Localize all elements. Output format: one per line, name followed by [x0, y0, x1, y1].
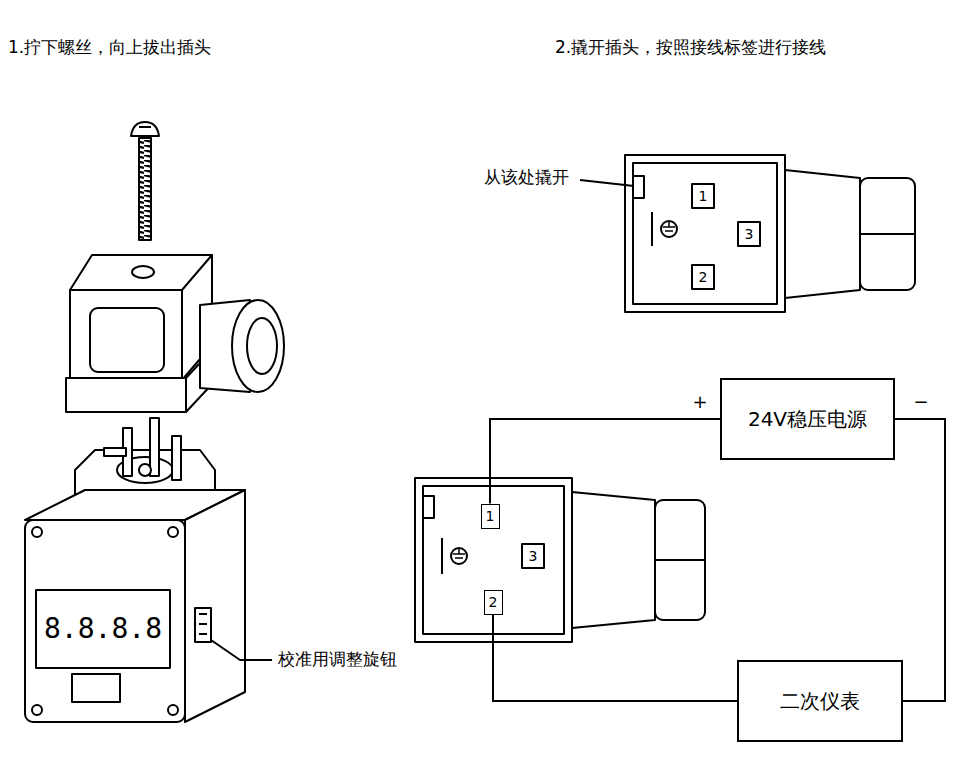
pin-box: 1: [481, 504, 500, 529]
pin-number: 1: [699, 188, 708, 204]
display-digits: 8.8.8.8: [44, 613, 162, 645]
part-label: 校准用调整旋钮: [278, 650, 397, 670]
pin-number: 2: [699, 269, 708, 285]
wire: [493, 615, 737, 702]
polarity-sign: −: [913, 392, 928, 413]
box-text: 二次仪表: [780, 690, 860, 713]
pin-number: 3: [529, 548, 538, 564]
polarity-sign: +: [692, 392, 707, 413]
pin-box: 2: [484, 590, 503, 615]
meter-box: 二次仪表: [737, 660, 903, 742]
power-supply-box: 24V稳压电源: [720, 378, 895, 460]
callout-label: 从该处撬开: [484, 168, 569, 188]
connector-face: [580, 155, 915, 312]
connector-face: [415, 478, 705, 642]
wire: [895, 419, 945, 701]
step-note: 2.撬开插头，按照接线标签进行接线: [555, 38, 826, 58]
box-text: 24V稳压电源: [748, 408, 867, 431]
box-text: 2: [489, 594, 498, 610]
plug: [66, 255, 284, 412]
box-text: 1: [486, 508, 495, 524]
wire: [490, 419, 720, 504]
step-note: 1.拧下螺丝，向上拔出插头: [8, 38, 211, 58]
transmitter-body: [25, 490, 272, 722]
screw: [131, 122, 159, 240]
pin-number: 3: [745, 226, 754, 242]
